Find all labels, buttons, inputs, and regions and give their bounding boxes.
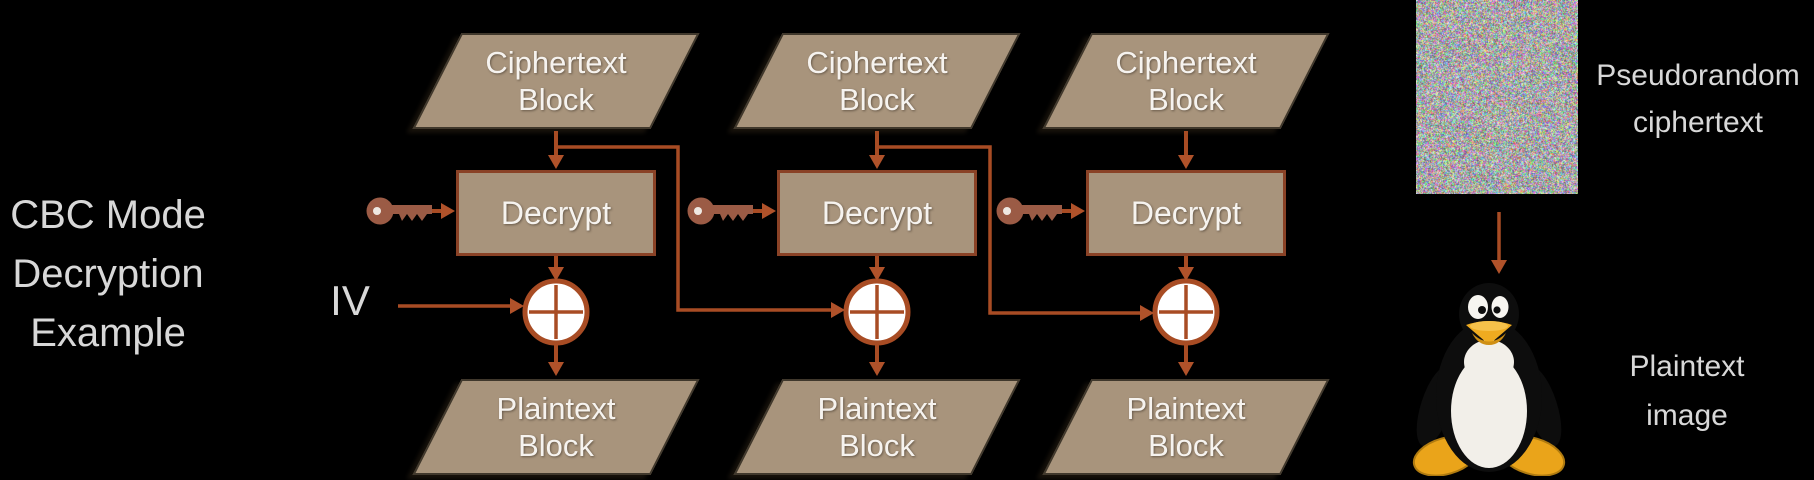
ciphertext-block-3: Ciphertext Block	[1043, 32, 1329, 130]
plaintext-block-2-label: Plaintext Block	[734, 378, 1020, 476]
key-icon-2	[688, 198, 754, 225]
xor-node-1	[525, 281, 587, 343]
diagram-title: CBC Mode Decryption Example	[5, 186, 211, 363]
plaintext-block-1: Plaintext Block	[413, 378, 699, 476]
key-icon-3	[997, 198, 1063, 225]
decrypt-box-3-label: Decrypt	[1131, 195, 1241, 232]
key-icon-1	[367, 198, 433, 225]
plaintext-image-label: Plaintext image	[1595, 342, 1779, 440]
ciphertext-block-2-label: Ciphertext Block	[734, 32, 1020, 130]
plaintext-block-3: Plaintext Block	[1043, 378, 1329, 476]
xor-node-2	[846, 281, 908, 343]
decrypt-box-1-label: Decrypt	[501, 195, 611, 232]
plaintext-block-3-label: Plaintext Block	[1043, 378, 1329, 476]
xor-node-3	[1155, 281, 1217, 343]
pseudorandom-noise-image	[1416, 0, 1578, 194]
ciphertext-block-1: Ciphertext Block	[413, 32, 699, 130]
decrypt-box-1: Decrypt	[456, 170, 656, 256]
plaintext-block-2: Plaintext Block	[734, 378, 1020, 476]
ciphertext-block-1-label: Ciphertext Block	[413, 32, 699, 130]
pseudorandom-ciphertext-label: Pseudorandom ciphertext	[1588, 52, 1808, 146]
decrypt-box-2: Decrypt	[777, 170, 977, 256]
iv-label: IV	[318, 278, 382, 324]
tux-penguin-image	[1410, 278, 1568, 476]
ciphertext-block-3-label: Ciphertext Block	[1043, 32, 1329, 130]
plaintext-block-1-label: Plaintext Block	[413, 378, 699, 476]
ciphertext-block-2: Ciphertext Block	[734, 32, 1020, 130]
decrypt-box-2-label: Decrypt	[822, 195, 932, 232]
decrypt-box-3: Decrypt	[1086, 170, 1286, 256]
